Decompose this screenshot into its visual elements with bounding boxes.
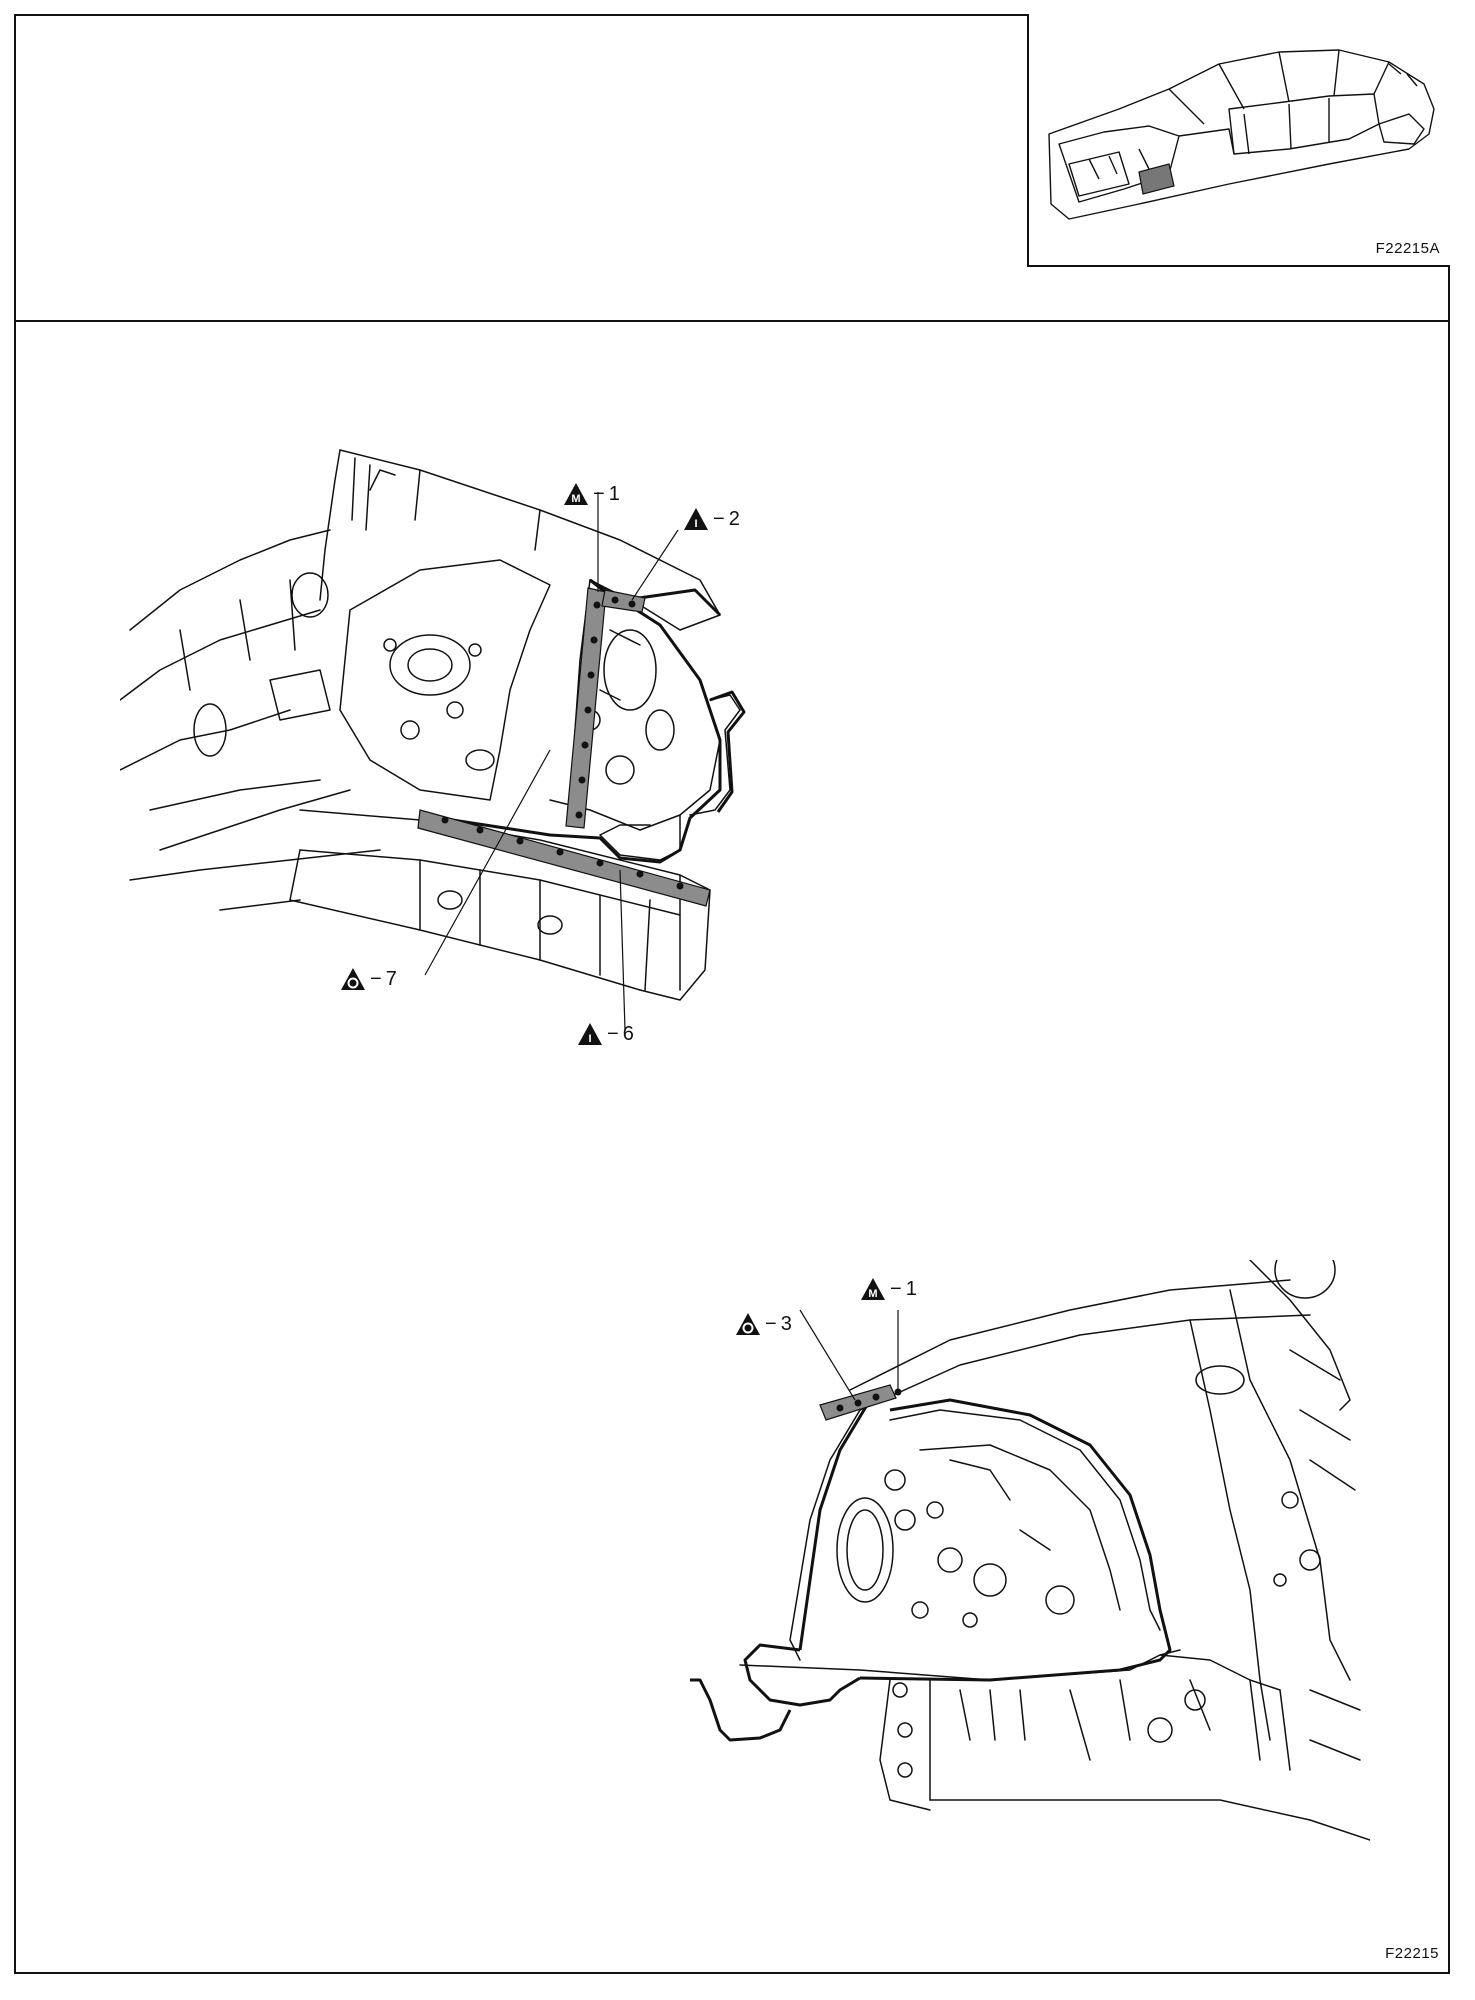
callout-number: 1 <box>905 1278 917 1300</box>
lower-structure-drawing <box>690 1260 1370 1841</box>
callout-o-3: −3 <box>735 1312 792 1336</box>
callout-number: 1 <box>608 483 620 505</box>
leader-lines-upper <box>424 492 679 1031</box>
weld-triangle-i-icon: I <box>684 508 708 530</box>
svg-text:I: I <box>588 1033 591 1045</box>
weld-band-lower <box>417 809 711 907</box>
weld-spots-upper <box>441 596 684 890</box>
page-frame <box>14 14 1450 1974</box>
vehicle-overview-inset: F22215A <box>1027 14 1450 267</box>
weld-triangle-o-icon <box>341 968 365 990</box>
repair-area-marker <box>1138 163 1175 195</box>
callout-number: 6 <box>622 1023 634 1045</box>
callout-number: 2 <box>728 508 740 530</box>
leader-lines-lower <box>799 1309 899 1401</box>
callout-number: 3 <box>780 1313 792 1335</box>
inset-figure-code: F22215A <box>1375 240 1440 257</box>
weld-band-top <box>601 589 646 613</box>
car-body-outline <box>1048 49 1435 220</box>
upper-structure-drawing <box>120 449 746 1031</box>
weld-spots-lower <box>836 1388 902 1412</box>
weld-triangle-o-icon <box>736 1313 760 1335</box>
callout-o-7: −7 <box>340 967 397 991</box>
svg-text:I: I <box>694 518 697 530</box>
callout-number: 7 <box>385 968 397 990</box>
figure-code: F22215 <box>1385 1945 1439 1962</box>
weld-triangle-m-icon: M <box>861 1278 885 1300</box>
svg-text:M: M <box>571 493 580 505</box>
upper-wheel-housing-view <box>120 430 800 1070</box>
lower-wheel-housing-view <box>690 1260 1370 1860</box>
callout-mig-1-lower: M −1 <box>860 1277 917 1301</box>
header-divider <box>14 320 1450 322</box>
weld-triangle-i-icon: I <box>578 1023 602 1045</box>
weld-triangle-m-icon: M <box>564 483 588 505</box>
callout-mig-1-upper: M −1 <box>563 482 620 506</box>
callout-i-6: I −6 <box>577 1022 634 1046</box>
callout-i-2: I −2 <box>683 507 740 531</box>
svg-text:M: M <box>868 1288 877 1300</box>
